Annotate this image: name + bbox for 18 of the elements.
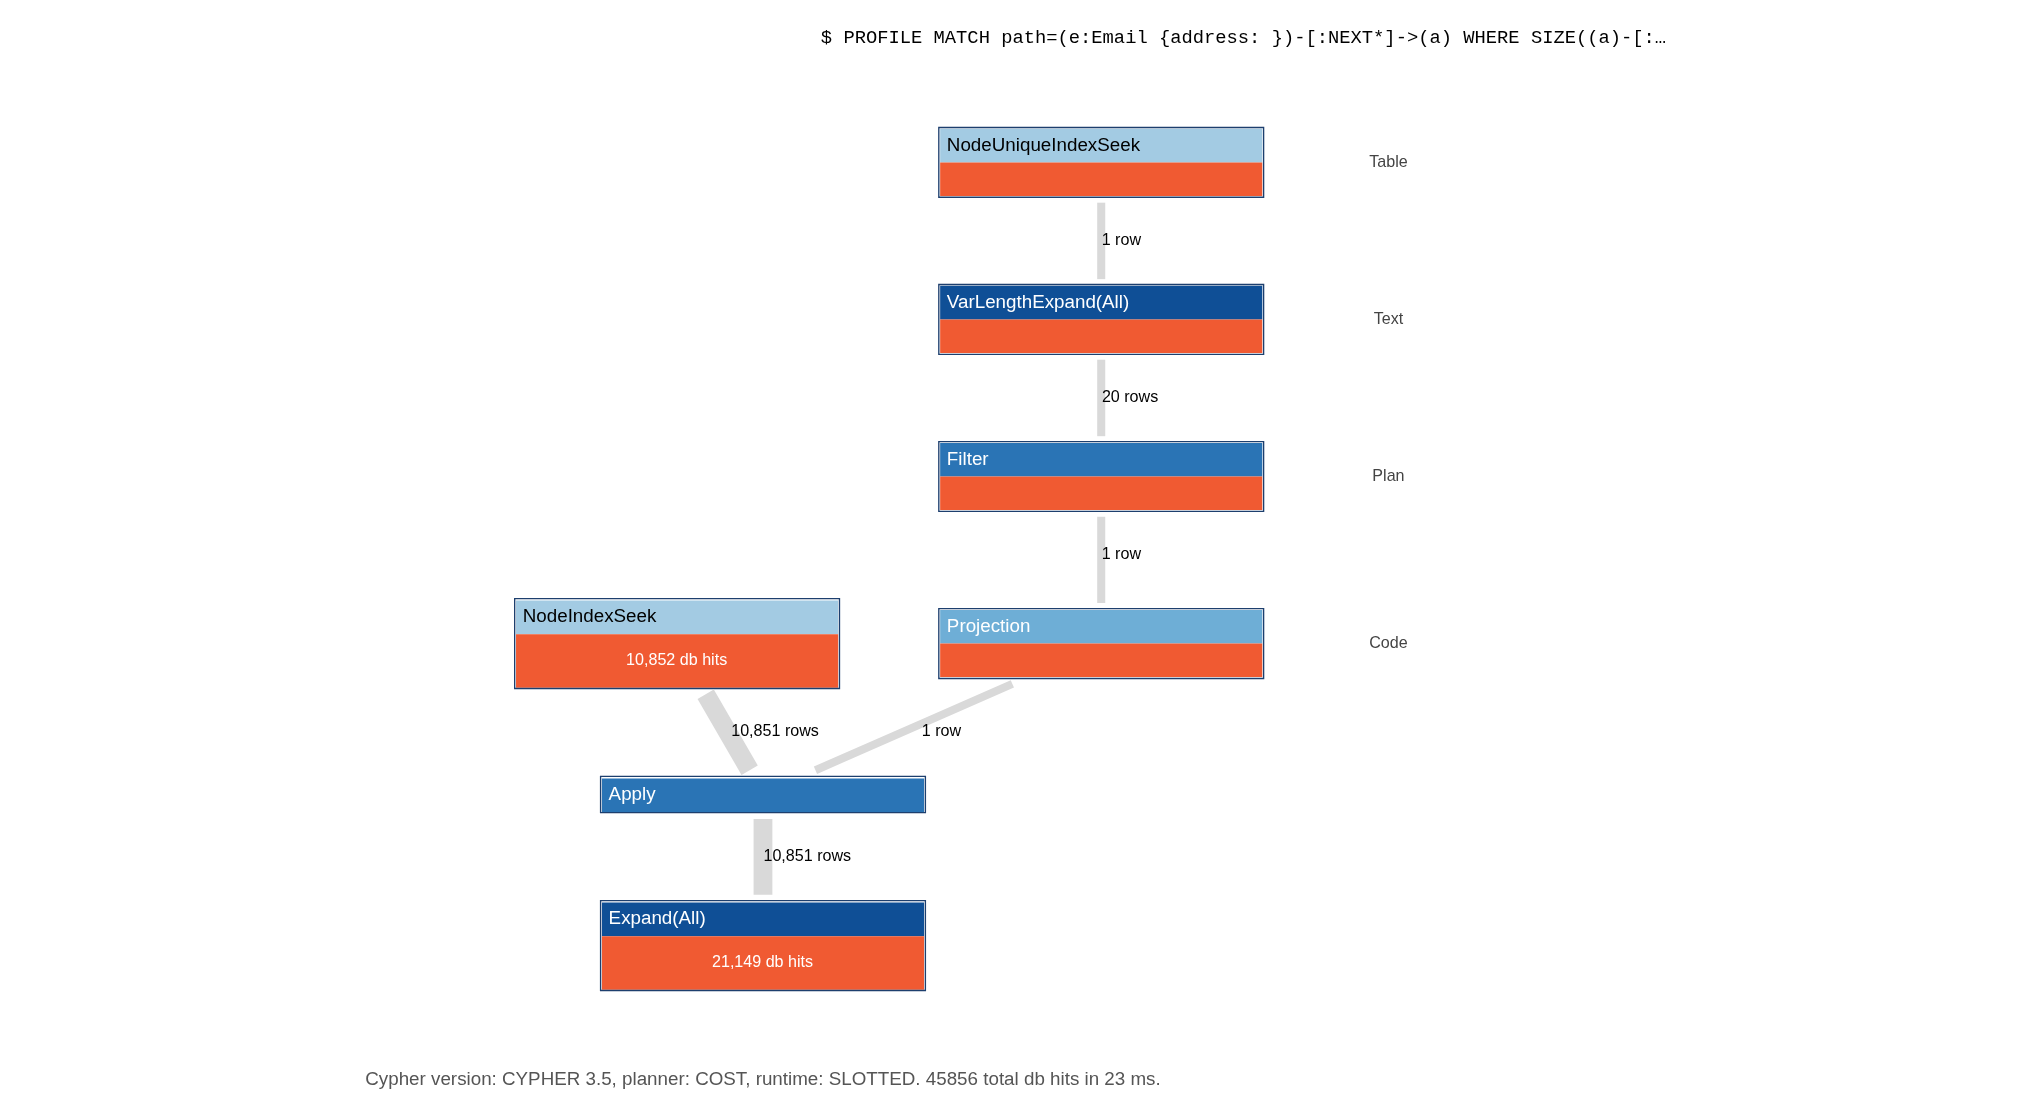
label: Text xyxy=(1373,308,1404,327)
edge-label: 1 row xyxy=(1101,230,1142,249)
label: Plan xyxy=(1372,465,1405,484)
edge-label: 1 row xyxy=(921,721,962,740)
edge-label: 10,851 rows xyxy=(763,846,852,865)
connector xyxy=(1097,516,1106,603)
label: $ PROFILE MATCH path=(e:Email {address: })-[:NEXT*]->(a) WHERE SIZE((a)-[:… xyxy=(820,26,1667,49)
edge-label: 1 row xyxy=(1101,544,1142,563)
connector xyxy=(813,680,1014,774)
connector xyxy=(697,689,758,775)
label: Code xyxy=(1369,632,1408,651)
label: Table xyxy=(1369,151,1408,170)
connector xyxy=(1097,359,1106,437)
edge-label: 10,851 rows xyxy=(731,721,819,740)
edge-label: 20 rows xyxy=(1101,387,1159,406)
connector xyxy=(753,819,773,895)
label: Cypher version: CYPHER 3.5, planner: COST, runtime: SLOTTED. 45856 total db hits in 23 ms. xyxy=(365,1068,1161,1090)
connector xyxy=(1097,202,1106,280)
